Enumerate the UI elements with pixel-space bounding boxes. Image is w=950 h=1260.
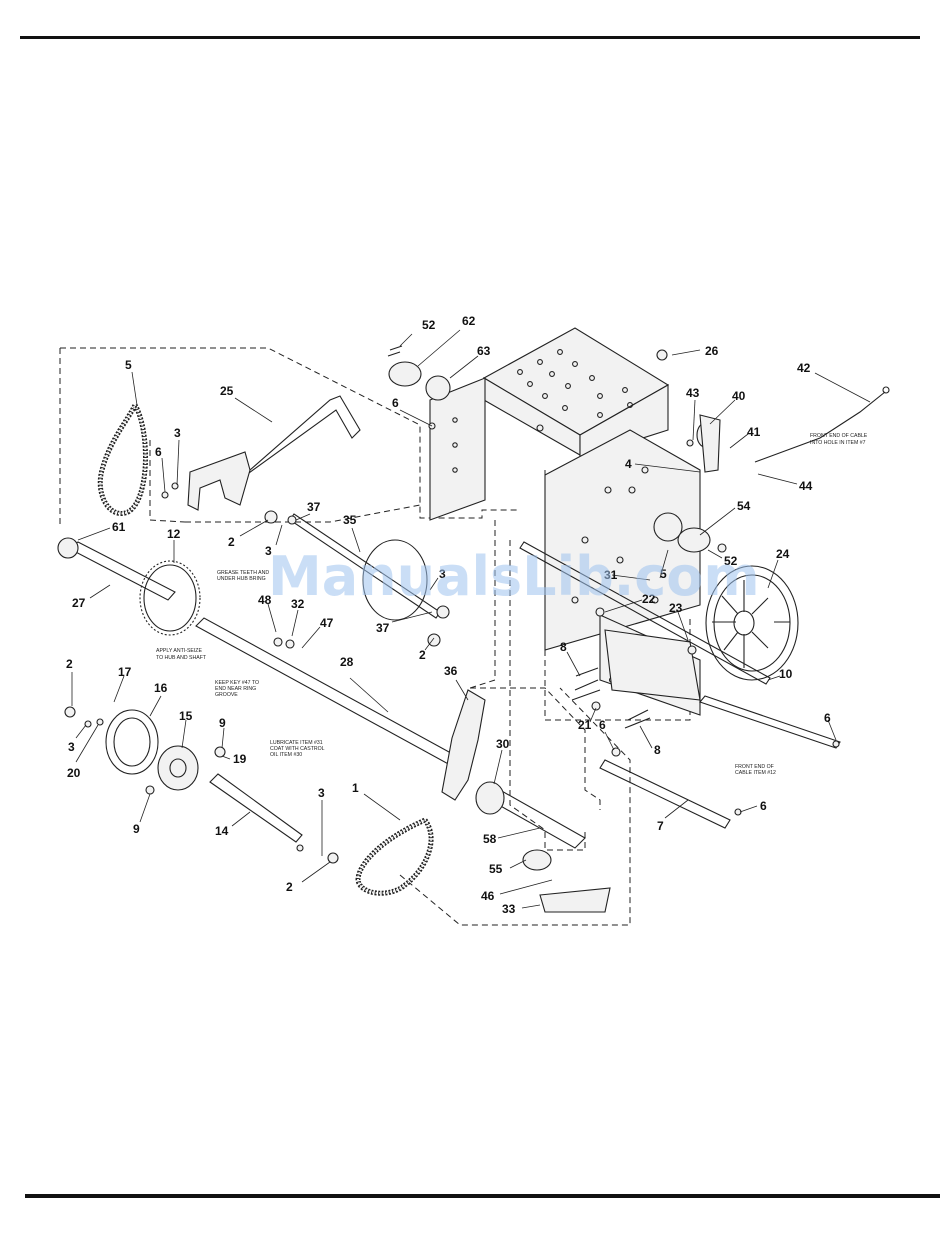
callout-25: 25 [220,384,234,398]
callout-4: 4 [625,457,632,471]
callout-2c: 2 [66,657,73,671]
callout-47: 47 [320,616,334,630]
note-cable-front-2a: FRONT END OF [735,764,774,770]
callout-43: 43 [686,386,700,400]
callout-44: 44 [799,479,813,493]
part-callouts: 52 62 63 26 42 43 40 41 4 44 54 52 24 5 … [66,314,831,916]
note-lubricate-c: OIL ITEM #30 [270,752,302,758]
callout-54: 54 [737,499,751,513]
note-grease-a: GREASE TEETH AND [217,570,269,576]
callout-31: 31 [604,568,618,582]
callout-15: 15 [179,709,193,723]
callout-17: 17 [118,665,132,679]
callout-22: 22 [642,592,656,606]
leader-lines [71,329,871,909]
callout-46: 46 [481,889,495,903]
callout-2d: 2 [286,880,293,894]
note-keepkey-c: GROOVE [215,692,238,698]
callout-12: 12 [167,527,181,541]
callout-5b: 5 [660,567,667,581]
watermark-logo: ManualsLib.com [268,545,760,608]
note-antiseize-b: TO HUB AND SHAFT [156,655,207,661]
note-grease-b: UNDER HUB BRING [217,576,266,582]
instruction-notes: FRONT END OF CABLE INTO HOLE IN ITEM #7 … [156,433,868,776]
callout-6e: 6 [760,799,767,813]
callout-61: 61 [112,520,126,534]
bottom-rule [25,1194,940,1198]
callout-3d: 3 [68,740,75,754]
callout-30: 30 [496,737,510,751]
callout-1: 1 [352,781,359,795]
note-antiseize-a: APPLY ANTI-SEIZE [156,648,202,654]
callout-27: 27 [72,596,86,610]
note-cable-front-1b: INTO HOLE IN ITEM #7 [810,440,866,446]
callout-9a: 9 [219,716,226,730]
callout-41: 41 [747,425,761,439]
callout-28: 28 [340,655,354,669]
callout-21: 21 [578,718,592,732]
callout-58: 58 [483,832,497,846]
callout-20: 20 [67,766,81,780]
callout-5a: 5 [125,358,132,372]
callout-6b: 6 [155,445,162,459]
callout-33: 33 [502,902,516,916]
callout-19: 19 [233,752,247,766]
callout-52b: 52 [724,554,738,568]
callout-3c: 3 [439,567,446,581]
callout-8a: 8 [560,640,567,654]
callout-35: 35 [343,513,357,527]
callout-37b: 37 [376,621,390,635]
callout-3b: 3 [265,544,272,558]
callout-2a: 2 [228,535,235,549]
callout-9b: 9 [133,822,140,836]
callout-6d: 6 [599,718,606,732]
pulleys-sprockets [57,361,799,871]
note-keepkey-a: KEEP KEY #47 TO [215,680,259,686]
callout-24: 24 [776,547,790,561]
callout-2b: 2 [419,648,426,662]
callout-52: 52 [422,318,436,332]
callout-23: 23 [669,601,683,615]
note-lubricate-b: COAT WITH CASTROL [270,746,325,752]
callout-3e: 3 [318,786,325,800]
note-keepkey-b: END NEAR RING [215,686,256,692]
callout-62: 62 [462,314,476,328]
callout-37a: 37 [307,500,321,514]
callout-55: 55 [489,862,503,876]
misc-parts [64,345,890,913]
callout-3a: 3 [174,426,181,440]
top-rule [20,36,920,39]
callout-8b: 8 [654,743,661,757]
callout-10: 10 [779,667,793,681]
drive-chains [97,399,434,896]
callout-40: 40 [732,389,746,403]
callout-48: 48 [258,593,272,607]
note-cable-front-2b: CABLE ITEM #12 [735,770,776,776]
note-lubricate-a: LUBRICATE ITEM #31 [270,740,323,746]
callout-16: 16 [154,681,168,695]
callout-32: 32 [291,597,305,611]
callout-14: 14 [215,824,229,838]
callout-26: 26 [705,344,719,358]
callout-6a: 6 [392,396,399,410]
callout-42: 42 [797,361,811,375]
callout-36: 36 [444,664,458,678]
callout-6c: 6 [824,711,831,725]
note-cable-front-1a: FRONT END OF CABLE [810,433,868,439]
callout-7: 7 [657,819,664,833]
callout-63: 63 [477,344,491,358]
